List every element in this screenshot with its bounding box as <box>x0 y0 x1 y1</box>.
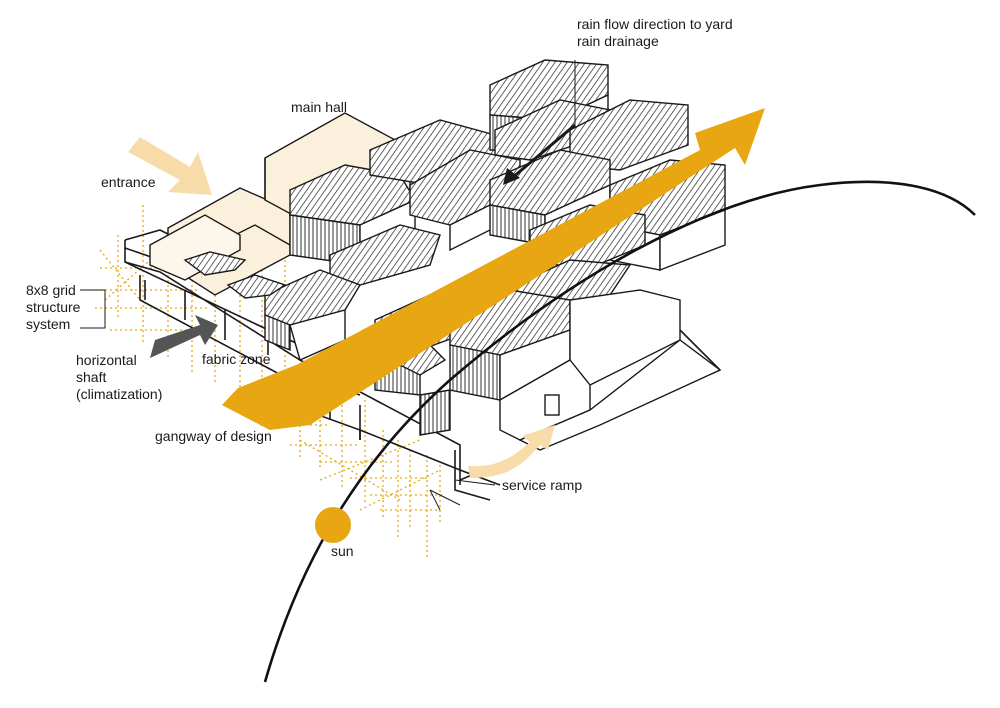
entrance-arrow <box>128 137 212 195</box>
roof-blocks <box>183 59 726 436</box>
main-hall-label: main hall <box>291 99 348 115</box>
horizontal-shaft-label: horizontal shaft (climatization) <box>76 352 163 402</box>
service-ramp-label: service ramp <box>502 477 583 493</box>
rain-flow-arrow <box>503 60 576 185</box>
rain-flow-label: rain flow direction to yard <box>577 16 733 32</box>
leader-lines <box>80 289 496 511</box>
gangway-arrow-back <box>222 365 310 430</box>
gangway-arrow <box>222 108 765 430</box>
sun-label: sun <box>331 543 354 559</box>
fabric-zone-label: fabric zone <box>202 351 271 367</box>
shaft-arrow <box>150 315 218 358</box>
service-ramp-arrow <box>468 425 555 478</box>
entrance-label: entrance <box>101 174 156 190</box>
terrace-blocks <box>499 289 722 451</box>
rain-drainage-label: rain drainage <box>577 33 659 49</box>
grid-structure-label: 8x8 grid structure system <box>26 282 81 332</box>
gangway-label: gangway of design <box>155 428 272 444</box>
sun-icon <box>315 507 351 543</box>
